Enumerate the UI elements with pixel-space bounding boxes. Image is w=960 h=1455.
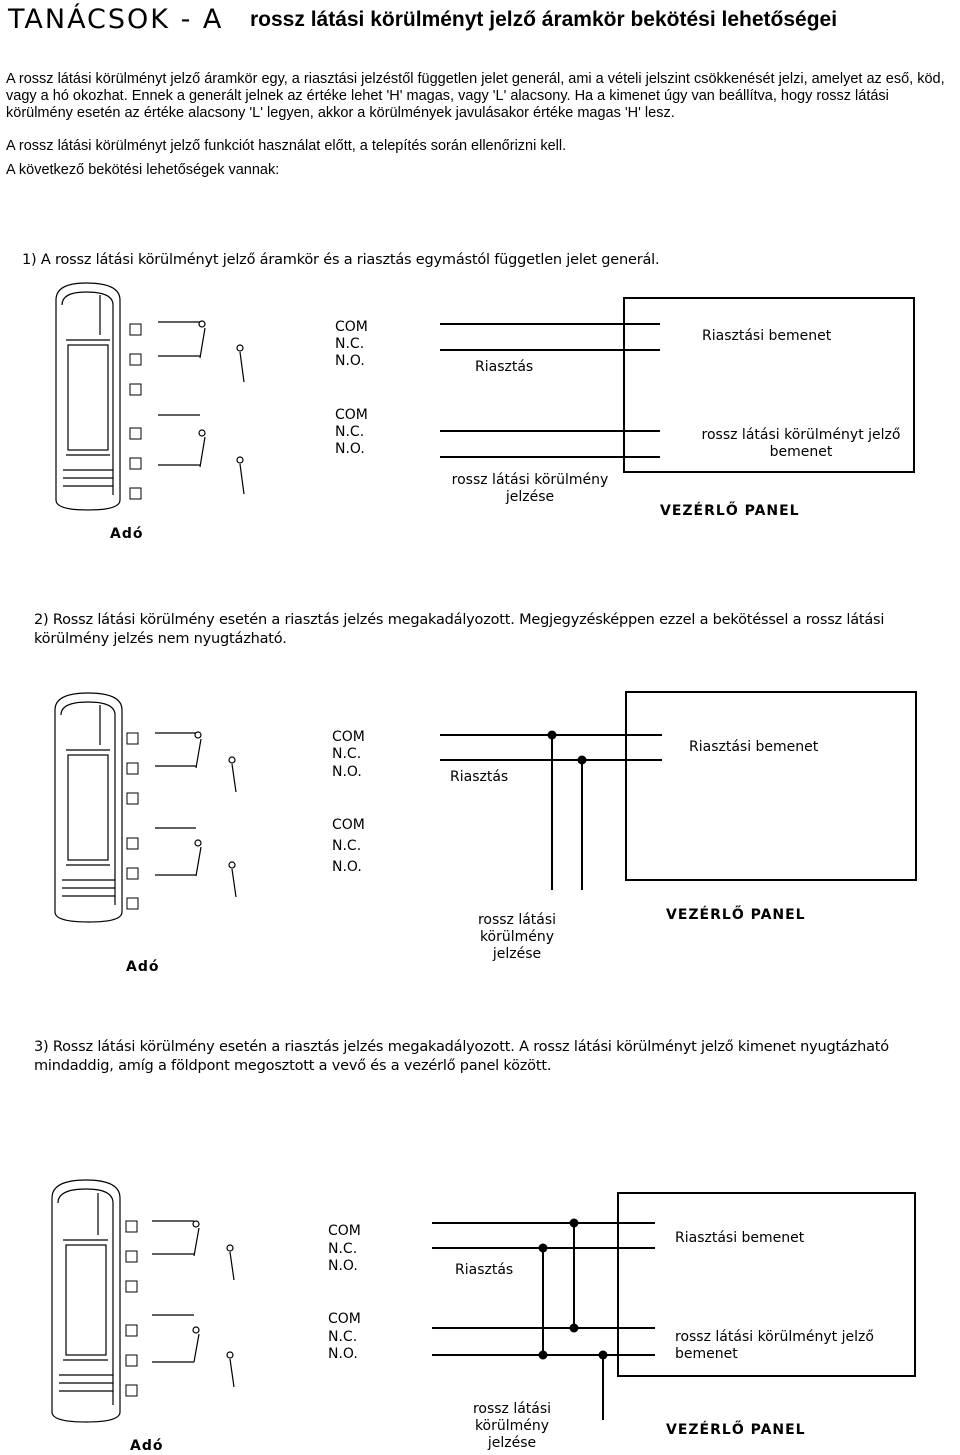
junction-dots-2 [547,730,587,765]
weather-input-label: rossz látási körülményt jelző bemenet [701,427,901,460]
terminal-com-2: COM [328,1311,361,1327]
section-1-caption: 1) A rossz látási körülményt jelző áramk… [22,252,660,268]
transmitter-device-2 [54,692,123,923]
terminal-nc-2: N.C. [328,1329,358,1345]
alarm-input-label: Riasztási bemenet [702,328,832,344]
weather-line-label: rossz látási körülmény jelzése [451,472,609,505]
control-panel-box-3 [617,1192,916,1377]
terminal-block-2 [126,732,139,910]
terminal-nc-1: N.C. [328,1241,358,1257]
terminal-com-2: COM [332,817,365,833]
weather-line-label: rossz látási körülmény jelzése [472,1401,552,1451]
section-2-caption: 2) Rossz látási körülmény esetén a riasz… [34,612,885,647]
alarm-input-label: Riasztási bemenet [675,1230,805,1246]
terminal-nc-2: N.C. [332,838,362,854]
terminal-nc-2: N.C. [335,424,365,440]
relay-contacts-2 [155,731,237,898]
control-panel-label: VEZÉRLŐ PANEL [666,907,806,923]
terminal-no-2: N.O. [332,859,362,875]
alarm-line-label: Riasztás [450,769,509,785]
terminal-nc-1: N.C. [335,336,365,352]
terminal-no-1: N.O. [332,764,362,780]
alarm-input-label: Riasztási bemenet [689,739,819,755]
intro-note: A rossz látási körülményt jelző funkciót… [6,138,567,154]
alarm-line-label: Riasztás [475,359,534,375]
section-3-caption: 3) Rossz látási körülmény esetén a riasz… [34,1039,889,1074]
weather-input-label: rossz látási körülményt jelző bemenet [675,1329,874,1362]
terminal-block-1 [129,323,142,500]
terminal-com-1: COM [332,729,365,745]
terminal-nc-1: N.C. [332,746,362,762]
control-panel-box-2 [625,691,917,881]
terminal-no-1: N.O. [335,353,365,369]
relay-contacts-1 [158,320,245,495]
alarm-line-label: Riasztás [455,1262,514,1278]
intro-options: A következő bekötési lehetőségek vannak: [6,162,280,178]
terminal-no-1: N.O. [328,1258,358,1274]
control-panel-label: VEZÉRLŐ PANEL [660,503,800,519]
weather-line-label: rossz látási körülmény jelzése [477,912,557,962]
terminal-com-1: COM [335,319,368,335]
transmitter-label: Adó [110,526,144,542]
transmitter-device-3 [51,1179,121,1423]
terminal-no-2: N.O. [335,441,365,457]
control-panel-label: VEZÉRLŐ PANEL [666,1422,806,1438]
document-code: TANÁCSOK - A [8,4,224,35]
terminal-com-2: COM [335,407,368,423]
terminal-com-1: COM [328,1223,361,1239]
relay-contacts-3 [152,1220,235,1388]
transmitter-label: Adó [126,959,160,975]
page-title: rossz látási körülményt jelző áramkör be… [250,8,838,31]
transmitter-device-1 [55,282,121,511]
wires-3 [432,1222,655,1420]
terminal-no-2: N.O. [328,1346,358,1362]
intro-paragraph: A rossz látási körülményt jelző áramkör … [6,71,945,121]
transmitter-label: Adó [130,1438,164,1454]
junction-dots-3 [538,1218,608,1360]
control-panel-box-1 [623,297,915,473]
terminal-block-3 [125,1220,138,1397]
